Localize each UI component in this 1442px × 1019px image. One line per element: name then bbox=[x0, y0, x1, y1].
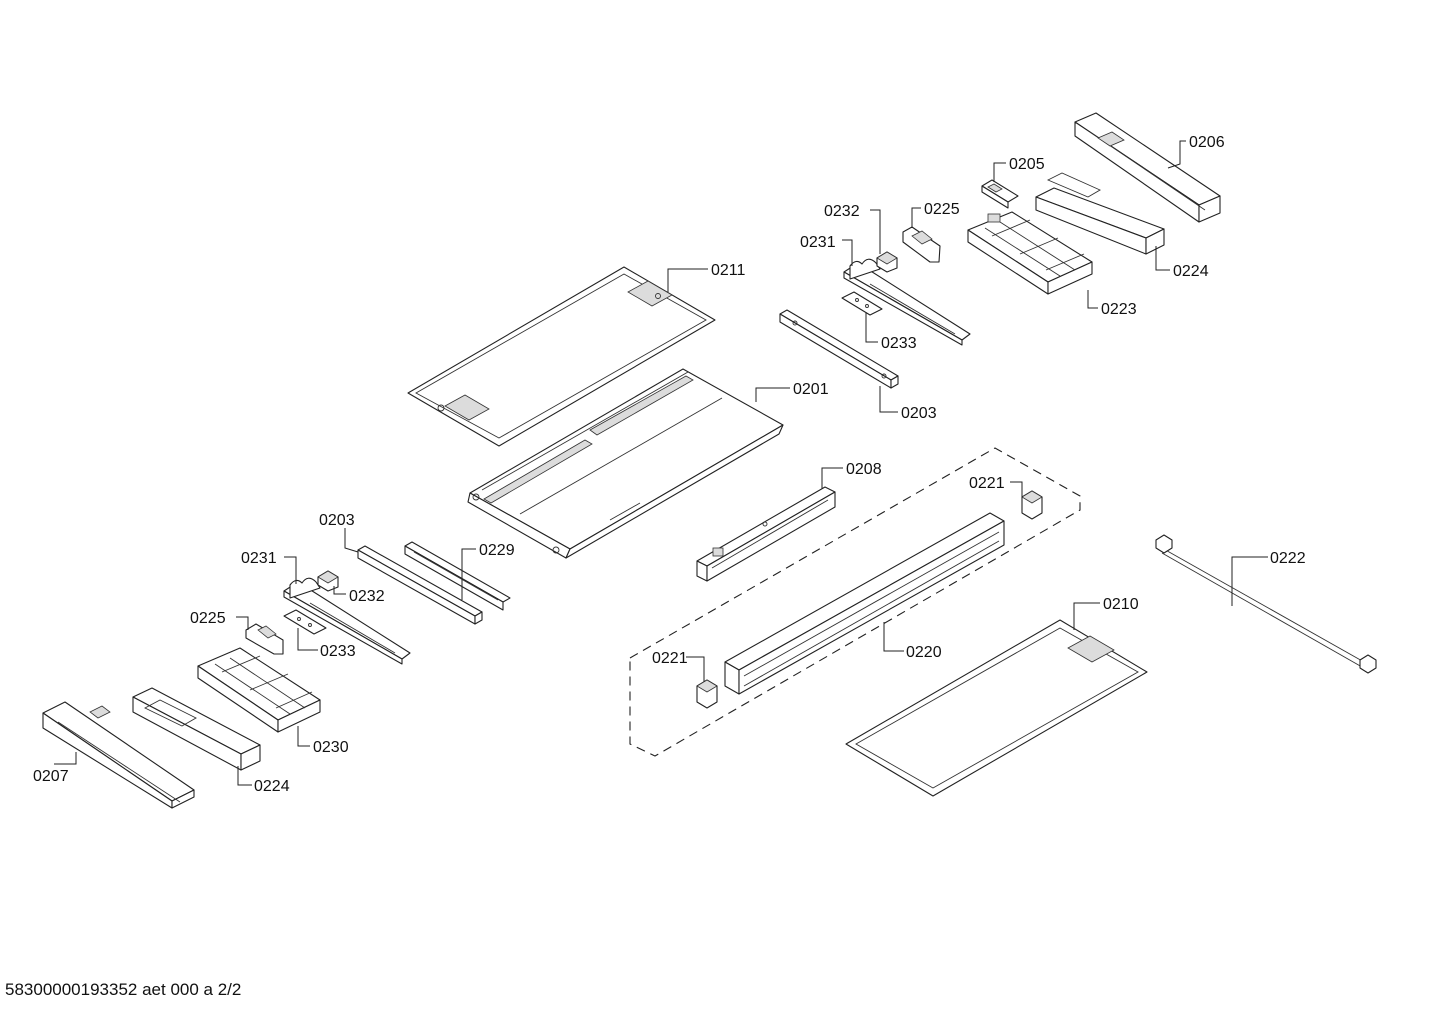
assembly-boundary bbox=[629, 447, 1081, 757]
label-0221-lower: 0221 bbox=[652, 650, 688, 667]
label-0221-upper: 0221 bbox=[969, 475, 1005, 492]
label-0203-upper: 0203 bbox=[901, 405, 937, 422]
part-0211-filter-top[interactable] bbox=[407, 266, 716, 447]
part-0210-filter-lower[interactable] bbox=[845, 619, 1148, 797]
label-0231-upper: 0231 bbox=[800, 234, 836, 251]
part-0229-bracket[interactable] bbox=[404, 541, 511, 611]
label-0225-upper: 0225 bbox=[924, 201, 960, 218]
label-0211: 0211 bbox=[711, 262, 746, 279]
part-0231-hinge-lower[interactable] bbox=[283, 577, 411, 665]
label-0223: 0223 bbox=[1101, 301, 1137, 318]
part-0232-clip-lower[interactable] bbox=[317, 570, 339, 592]
label-0229: 0229 bbox=[479, 542, 515, 559]
part-0233-plate-lower[interactable] bbox=[283, 609, 327, 635]
part-0201-cover-panel[interactable] bbox=[467, 368, 784, 559]
label-0220: 0220 bbox=[906, 644, 942, 661]
part-0203-rail-lower[interactable] bbox=[357, 545, 483, 625]
label-0208: 0208 bbox=[846, 461, 882, 478]
drawing-reference: 58300000193352 aet 000 a 2/2 bbox=[5, 980, 242, 999]
label-0224-upper: 0224 bbox=[1173, 263, 1209, 280]
part-0221-endcap-lower[interactable] bbox=[696, 679, 718, 709]
label-0210: 0210 bbox=[1103, 596, 1139, 613]
label-0232-lower: 0232 bbox=[349, 588, 385, 605]
part-0206-channel-cover[interactable] bbox=[1074, 112, 1221, 223]
part-0233-plate-upper[interactable] bbox=[841, 291, 883, 316]
label-0207: 0207 bbox=[33, 768, 69, 785]
part-0232-clip-upper[interactable] bbox=[876, 251, 898, 273]
part-0208-front-bar[interactable] bbox=[696, 486, 836, 582]
label-0206: 0206 bbox=[1189, 134, 1225, 151]
part-0224-channel-lower[interactable] bbox=[132, 687, 261, 771]
label-0201: 0201 bbox=[793, 381, 829, 398]
part-0224-channel-upper[interactable] bbox=[1035, 172, 1165, 255]
part-0223-housing-upper[interactable] bbox=[967, 211, 1093, 295]
leader-lines bbox=[54, 140, 1268, 786]
part-labels: 0206 0205 0232 0225 0231 0224 0211 0223 … bbox=[33, 134, 1306, 795]
part-0231-hinge-upper[interactable] bbox=[843, 258, 971, 346]
label-0224-lower: 0224 bbox=[254, 778, 290, 795]
part-0203-rail-upper[interactable] bbox=[779, 309, 899, 389]
part-0230-housing-lower[interactable] bbox=[197, 647, 321, 733]
label-0233-upper: 0233 bbox=[881, 335, 917, 352]
label-0225-lower: 0225 bbox=[190, 610, 226, 627]
part-0205-clip[interactable] bbox=[981, 179, 1019, 209]
label-0205: 0205 bbox=[1009, 156, 1045, 173]
label-0203-lower: 0203 bbox=[319, 512, 355, 529]
label-0222: 0222 bbox=[1270, 550, 1306, 567]
part-0220-light-bar[interactable] bbox=[724, 512, 1005, 695]
label-0233-lower: 0233 bbox=[320, 643, 356, 660]
part-0225-bracket-lower[interactable] bbox=[245, 623, 284, 655]
part-0221-endcap-upper[interactable] bbox=[1021, 490, 1043, 520]
label-0232-upper: 0232 bbox=[824, 203, 860, 220]
part-0207-channel-cover[interactable] bbox=[42, 701, 195, 809]
part-0222-cable[interactable] bbox=[1155, 534, 1377, 674]
label-0230: 0230 bbox=[313, 739, 349, 756]
part-0225-bracket-upper[interactable] bbox=[902, 226, 941, 263]
label-0231-lower: 0231 bbox=[241, 550, 277, 567]
